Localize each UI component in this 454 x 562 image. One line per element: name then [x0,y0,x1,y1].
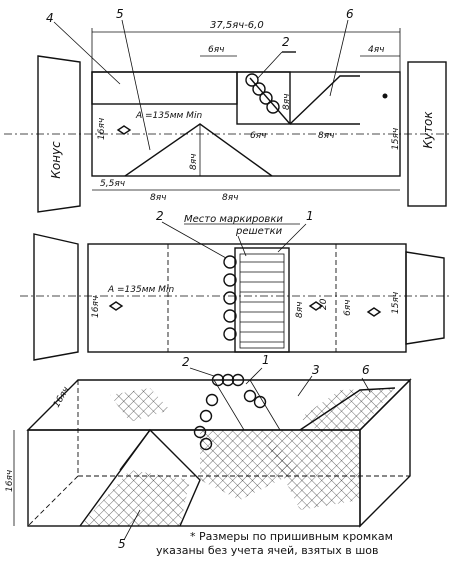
float-circle [199,409,213,423]
callout-1-middle: 1 [306,209,314,223]
float-circle [245,73,259,87]
mesh-bottom-left [80,470,190,526]
float-circle [243,389,257,403]
iso-grid-strip [213,379,281,431]
marking-place-line1: Место маркировки [184,214,283,225]
dim-16-middle: 16яч [91,296,101,318]
marker-diamond [116,125,132,135]
float-circle [193,425,207,439]
cone-shape [37,55,81,213]
callout-4: 4 [46,11,54,25]
callout-6: 6 [346,7,354,21]
dim-16-iso-height: 16яч [5,470,15,492]
panel-4-box [91,71,238,105]
dim-6b: 6яч [250,131,266,141]
dim-8c: 8яч [189,154,199,170]
marker-diamond [366,307,382,317]
float-circle [223,255,237,269]
float-circle [211,373,225,387]
marker-diamond [308,301,324,311]
callout-1-iso: 1 [262,353,270,367]
footnote-line1: * Размеры по пришивным кромкам [190,530,393,543]
dim-6a: 6яч [208,45,224,55]
panel-6-triangle [289,75,360,125]
callout-2-iso: 2 [182,355,190,369]
dim-55: 5,5яч [100,179,125,189]
dim-15: 15яч [391,128,401,150]
bag-shape-middle [405,251,445,345]
marker-diamond [108,301,124,311]
dim-8b: 8яч [282,94,292,110]
float-circle [205,393,219,407]
mesh-top-right [300,388,395,432]
float-circle [253,395,267,409]
callout-6-iso: 6 [362,363,370,377]
mesh-front-right [260,430,360,510]
footnote-line2: указаны без учета ячей, взятых в шов [156,544,379,557]
dim-6-middle: 6яч [343,300,353,316]
bag-label: Куток [421,111,435,149]
dim-4: 4яч [368,45,384,55]
dim-8a: 8яч [318,131,334,141]
float-circle [223,327,237,341]
iso-view: 2 1 3 6 5 16яч 16яч [5,353,412,551]
float-circle [223,273,237,287]
callout-3-iso: 3 [312,363,320,377]
callout-2-middle: 2 [156,209,164,223]
float-circle [231,373,245,387]
grid-panel-middle [234,247,290,353]
dim-8d: 8яч [150,193,166,203]
cone-shape-middle [33,233,79,361]
marking-place-line2: решетки [235,226,283,237]
float-circle [221,373,235,387]
dim-8e: 8яч [222,193,238,203]
dim-8-middle: 8яч [295,302,305,318]
middle-body-outline [87,243,407,353]
callout-5: 5 [116,7,124,21]
float-circle [266,100,280,114]
callout-2: 2 [282,35,290,49]
float-circle [223,309,237,323]
callout-5-iso: 5 [118,537,126,551]
a-label-middle: A =135мм Min [107,285,174,295]
middle-view: Место маркировки решетки 1 2 A =135мм Mi… [20,209,452,361]
float-circle [252,82,266,96]
dim-20-middle: 20 [319,298,329,310]
dim-16: 16яч [97,118,107,140]
dim-total: 37,5яч-6,0 [210,20,264,31]
a-label-top: A =135мм Min [135,111,202,121]
dim-15-middle: 15яч [391,292,401,314]
marker-dot [382,93,388,99]
grid-hatch-lines [240,261,284,343]
float-circle [259,91,273,105]
float-circle [199,437,213,451]
dim-16-iso-side: 16яч [52,385,72,409]
mesh-top-left [110,388,170,422]
float-circle [223,291,237,305]
top-view: Конус 37,5яч-6,0 6яч 4яч 6яч 8яч [4,7,452,213]
cone-label: Конус [49,141,63,179]
